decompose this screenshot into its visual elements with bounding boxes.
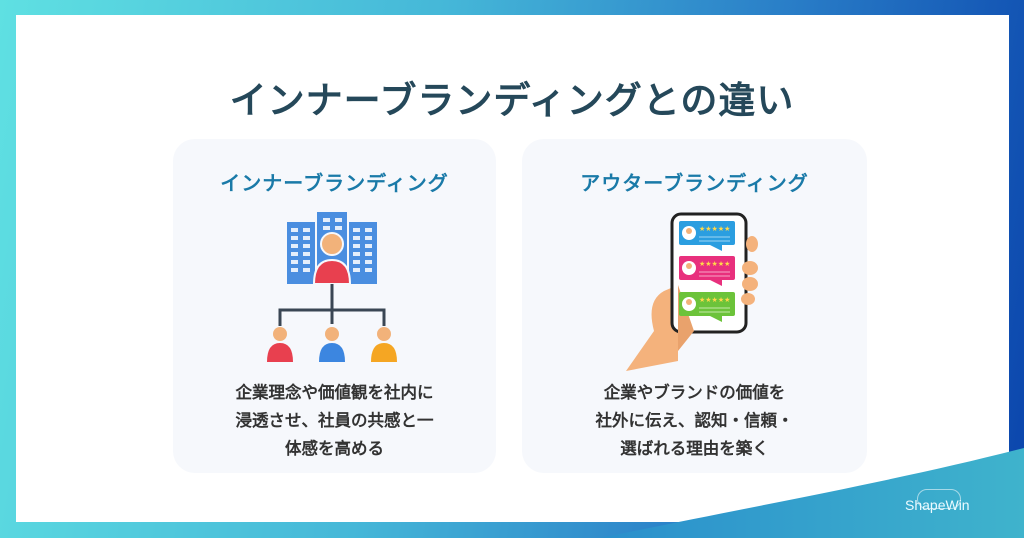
page-title: インナーブランディングとの違い bbox=[229, 79, 795, 122]
card-heading: インナーブランディング bbox=[220, 171, 449, 195]
svg-text:★★★★★: ★★★★★ bbox=[699, 296, 730, 304]
svg-text:★★★★★: ★★★★★ bbox=[699, 225, 730, 233]
inner-branding-card: インナーブランディング bbox=[173, 139, 496, 473]
card-description: 企業やブランドの価値を 社外に伝え、認知・信頼・ 選ばれる理由を築く bbox=[595, 383, 794, 458]
brand-logo: ShapeWin bbox=[905, 489, 970, 513]
outer-branding-card: アウターブランディング ★★★★★ ★★★★★ ★★★★★ bbox=[522, 139, 867, 473]
smartphone-reviews-icon: ★★★★★ ★★★★★ ★★★★★ bbox=[626, 212, 758, 371]
card-heading: アウターブランディング bbox=[580, 171, 809, 195]
svg-text:★★★★★: ★★★★★ bbox=[699, 260, 730, 268]
cloud-logo-icon bbox=[917, 489, 961, 509]
card-description: 企業理念や価値観を社内に 浸透させ、社員の共感と一 体感を高める bbox=[235, 383, 434, 458]
org-chart-icon bbox=[267, 212, 397, 362]
